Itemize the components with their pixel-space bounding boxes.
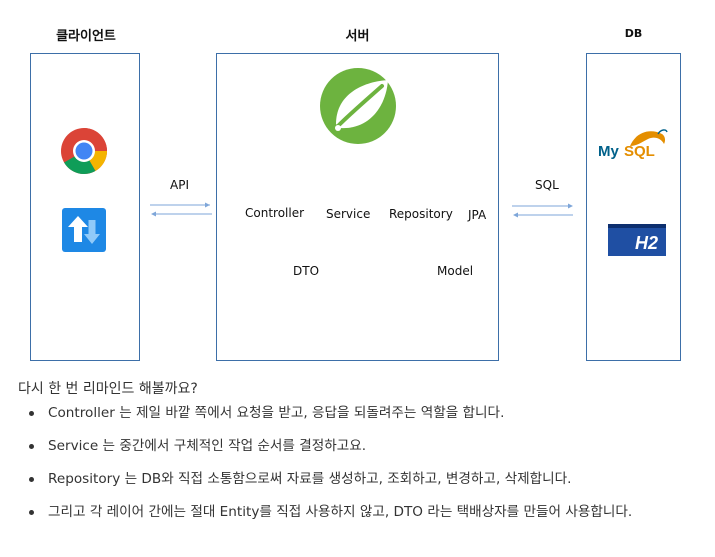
client-header: 클라이언트 bbox=[56, 29, 116, 44]
sql-label: SQL bbox=[535, 178, 559, 192]
dolphin-icon bbox=[630, 129, 668, 146]
client-box bbox=[30, 53, 140, 361]
dto-label: DTO bbox=[293, 264, 320, 278]
bullet-repository: Repository 는 DB와 직접 소통함으로써 자료를 생성하고, 조회하… bbox=[18, 468, 708, 490]
service-label: Service bbox=[326, 207, 371, 221]
bullet-dto: 그리고 각 레이어 간에는 절대 Entity를 직접 사용하지 않고, DTO… bbox=[18, 501, 708, 523]
controller-label: Controller bbox=[245, 206, 305, 220]
server-db-arrows bbox=[512, 203, 573, 218]
spring-leaf-icon bbox=[320, 68, 396, 144]
server-header: 서버 bbox=[345, 29, 370, 44]
chrome-icon bbox=[61, 128, 107, 174]
bullet-service: Service 는 중간에서 구체적인 작업 순서를 결정하고요. bbox=[18, 435, 708, 457]
mysql-sql-text: SQL bbox=[624, 143, 655, 160]
mysql-my-text: My bbox=[598, 143, 619, 160]
h2-logo-text: H2 bbox=[634, 233, 658, 253]
db-box bbox=[586, 53, 681, 361]
http-transfer-icon bbox=[62, 208, 106, 252]
db-header: DB bbox=[624, 27, 643, 40]
h2-logo: H2 bbox=[608, 224, 666, 256]
mysql-logo: My SQL bbox=[598, 126, 670, 166]
client-server-arrows bbox=[150, 202, 212, 217]
repository-label: Repository bbox=[389, 207, 453, 221]
jpa-label: JPA bbox=[468, 208, 487, 222]
intro-text: 다시 한 번 리마인드 해볼까요? bbox=[18, 381, 198, 397]
bullet-controller: Controller 는 제일 바깥 쪽에서 요청을 받고, 응답을 되돌려주는… bbox=[18, 402, 708, 424]
api-label: API bbox=[170, 178, 189, 192]
bullet-list: Controller 는 제일 바깥 쪽에서 요청을 받고, 응답을 되돌려주는… bbox=[18, 402, 708, 534]
model-label: Model bbox=[437, 264, 474, 278]
